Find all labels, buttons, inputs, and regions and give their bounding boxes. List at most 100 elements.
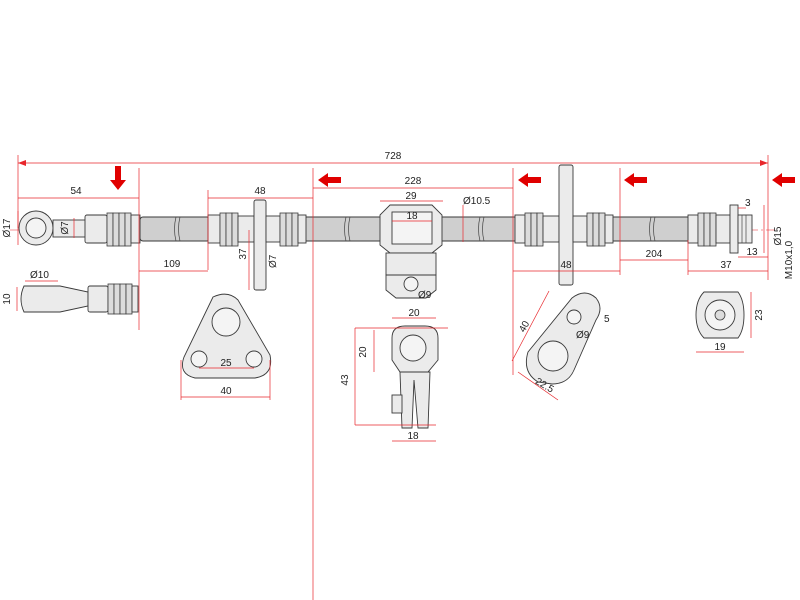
angled-small-hole <box>566 309 582 325</box>
crimp-ring <box>524 212 532 247</box>
dim-label-clip-inner: 18 <box>406 211 418 222</box>
break-mark <box>478 216 485 242</box>
dim-label-bracket3-offset: 204 <box>646 249 663 260</box>
crimp-ring <box>106 212 114 247</box>
eye-collar <box>84 214 108 244</box>
dim-label-bracket3: 48 <box>560 260 572 271</box>
dim-label-clip-hole: Ø9 <box>418 290 432 301</box>
crimp-end <box>297 214 307 244</box>
down-arrow-icon <box>110 166 126 190</box>
dim-label-bracket1-offset: 109 <box>164 259 181 270</box>
clip-head-hole <box>399 334 427 362</box>
crimp-ring <box>697 212 705 247</box>
mount-hole <box>245 350 263 368</box>
dim-label-banjo-thk: 10 <box>2 293 13 305</box>
left-arrow-icon <box>624 173 647 187</box>
crimp-ring <box>225 212 233 247</box>
clip-legs <box>399 371 431 429</box>
crimp-ring <box>279 212 287 247</box>
nut-end-view: 23 19 <box>695 291 765 353</box>
dim-label-left-fitting: 54 <box>70 186 82 197</box>
clip-latch <box>391 394 403 414</box>
crimp-ring <box>119 283 127 315</box>
crimp-ring <box>703 212 711 247</box>
hose-assembly <box>18 164 753 299</box>
center-hole <box>211 307 241 337</box>
dim-arrowhead <box>760 160 768 166</box>
crimp-end <box>687 214 699 244</box>
crimp-ring <box>231 212 239 247</box>
dim-label-bracket1: 48 <box>254 186 266 197</box>
angled-main-hole <box>537 340 569 372</box>
crimp-end <box>514 214 526 244</box>
dim-label-banjo-od: Ø10 <box>30 270 49 281</box>
dim-label-bracket3-detail-offset: 5 <box>604 314 610 325</box>
crimp-ring <box>219 212 227 247</box>
right-end-fitting <box>687 204 753 254</box>
dim-line-bracket3-detail-height <box>511 290 550 362</box>
clip-window <box>391 211 433 245</box>
left-arrow-icon <box>772 173 795 187</box>
mount-hole <box>190 350 208 368</box>
dim-label-thread: M10x1,0 <box>784 240 795 279</box>
dim-label-clip-detail-top: 20 <box>358 346 369 358</box>
dim-label-eye-bore: Ø7 <box>60 221 71 235</box>
hex-nut <box>729 204 739 254</box>
thread-lines <box>741 215 747 243</box>
crimp-end <box>130 214 141 244</box>
crimp-ring <box>285 212 293 247</box>
dim-label-right-nut: 13 <box>746 247 758 258</box>
bracket-plate <box>253 199 267 291</box>
dim-label-nut-width: 19 <box>714 342 726 353</box>
left-arrow-icon <box>518 173 541 187</box>
break-mark <box>174 216 181 242</box>
fitting-body <box>572 215 588 243</box>
dim-label-right-fitting: 37 <box>720 260 732 271</box>
fitting-body <box>265 215 281 243</box>
banjo-collar <box>87 285 109 313</box>
left-eye-fitting <box>18 210 141 247</box>
dim-label-clip-width: 29 <box>405 191 417 202</box>
bracket-fitting-1 <box>207 199 307 291</box>
crimp-ring <box>586 212 594 247</box>
dim-label-clip-span: 228 <box>405 176 422 187</box>
banjo-side-view: Ø10 10 <box>2 270 139 315</box>
crimp-ring <box>598 212 606 247</box>
dim-label-eye-od: Ø17 <box>2 218 13 237</box>
angled-bracket-detail: 40 5 Ø9 22.5 <box>511 290 610 401</box>
fitting-body <box>715 214 731 244</box>
dim-label-plate-width: 40 <box>220 386 232 397</box>
fitting-body <box>237 215 255 243</box>
left-arrow-icon <box>318 173 341 187</box>
break-mark <box>344 216 351 242</box>
dim-label-bracket3-detail-hole: Ø9 <box>576 330 590 341</box>
nut-bore <box>714 309 726 321</box>
banjo-body <box>20 285 89 313</box>
dim-arrowhead <box>18 160 26 166</box>
crimp-ring <box>291 212 299 247</box>
crimp-end <box>207 214 221 244</box>
dim-label-clip-detail-width: 20 <box>408 308 420 319</box>
eye-bore <box>25 217 47 239</box>
crimp-ring <box>709 212 717 247</box>
crimp-ring <box>125 283 133 315</box>
crimp-ring <box>530 212 538 247</box>
dim-label-hose-od: Ø10.5 <box>463 196 491 207</box>
thread-end <box>737 214 753 244</box>
clip-detail: 20 20 43 18 <box>340 308 448 442</box>
crimp-ring <box>124 212 132 247</box>
dim-label-bracket3-detail-height: 40 <box>517 319 532 334</box>
crimp-ring <box>112 212 120 247</box>
crimp-ring <box>592 212 600 247</box>
dim-label-right-flare: 3 <box>745 198 751 209</box>
clip-hole <box>403 276 419 292</box>
dimension-layer: 728 54 48 109 37 Ø7 228 29 18 Ø10.5 Ø9 <box>2 151 795 600</box>
dim-label-nut-height: 23 <box>754 309 765 321</box>
crimp-ring <box>536 212 544 247</box>
dim-label-total: 728 <box>385 151 402 162</box>
crimp-ring <box>118 212 126 247</box>
crimp-end <box>131 285 139 313</box>
bracket-fitting-3 <box>514 164 614 286</box>
break-mark <box>649 216 656 242</box>
